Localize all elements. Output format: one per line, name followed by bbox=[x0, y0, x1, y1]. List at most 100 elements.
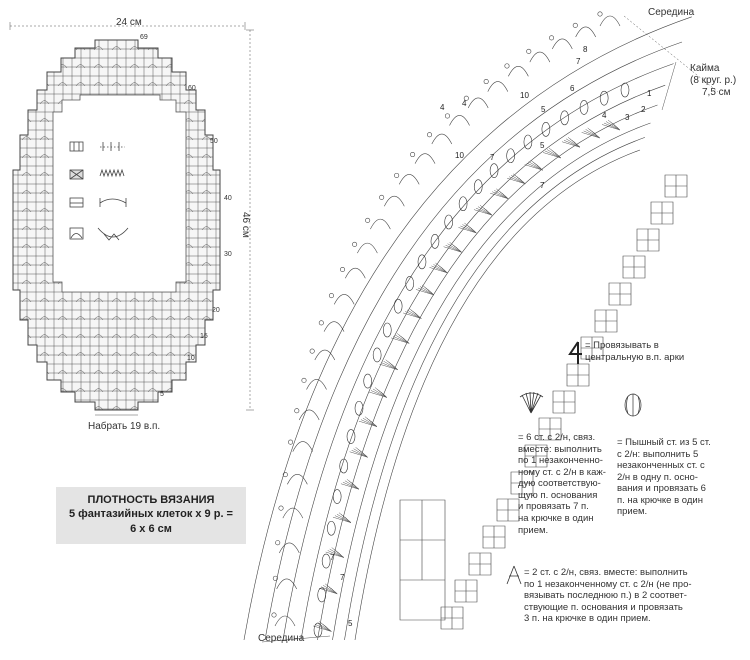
stitch-square-open bbox=[69, 141, 125, 152]
puff-stitch bbox=[473, 179, 483, 194]
two_tog-line: ствующие п. основания и провязать bbox=[524, 601, 683, 613]
row-number: 15 bbox=[200, 333, 208, 340]
arc-number: 4 bbox=[440, 103, 445, 112]
symbol-four-glyph bbox=[568, 341, 582, 364]
height-label: 46 см bbox=[240, 212, 251, 238]
puff-stitch bbox=[599, 90, 609, 106]
picot bbox=[288, 439, 294, 445]
arc-number: 1 bbox=[647, 89, 652, 98]
shell-stitch bbox=[298, 409, 320, 421]
picot bbox=[394, 172, 400, 178]
puff-stitch bbox=[346, 429, 356, 444]
puff-stitch bbox=[444, 214, 453, 230]
gauge-title: ПЛОТНОСТЬ ВЯЗАНИЯ bbox=[87, 494, 215, 506]
puff-stitch bbox=[393, 298, 403, 314]
puff-line: незаконченных ст. с bbox=[617, 460, 705, 472]
picot bbox=[463, 95, 469, 101]
arc-number: 7 bbox=[340, 573, 345, 582]
row-number: 10 bbox=[187, 355, 195, 362]
border-label-3: 7,5 см bbox=[702, 87, 731, 98]
shell-stitch bbox=[345, 267, 366, 279]
puff-stitch bbox=[430, 234, 440, 249]
gauge-line-1: 5 фантазийных клеток x 9 р. = bbox=[69, 508, 233, 521]
picot bbox=[572, 22, 578, 28]
row-number: 40 bbox=[224, 195, 232, 202]
cast-on-label: Набрать 19 в.п. bbox=[88, 421, 161, 432]
shell-stitch bbox=[370, 218, 391, 230]
arc-number: 8 bbox=[583, 45, 588, 54]
row-number: 20 bbox=[212, 307, 220, 314]
shell-stitch bbox=[552, 38, 573, 50]
picot bbox=[271, 612, 277, 618]
fan-six-glyph bbox=[519, 391, 544, 414]
arc-number: 7 bbox=[540, 181, 545, 190]
puff-stitch bbox=[620, 82, 630, 98]
width-label: 24 см bbox=[116, 17, 142, 28]
two_tog-line: 3 п. на крючке в один прием. bbox=[524, 613, 651, 625]
puff-stitch bbox=[417, 254, 427, 270]
puff-stitch bbox=[354, 400, 364, 416]
fan6-line: = 6 ст. с 2/н, связ. bbox=[518, 432, 596, 443]
fan6-line: по 1 незаконченно- bbox=[518, 455, 603, 467]
picot bbox=[328, 293, 334, 299]
row-number: 30 bbox=[224, 251, 232, 258]
shell-stitch bbox=[314, 349, 336, 361]
puff-stitch bbox=[317, 587, 327, 603]
row-number: 60 bbox=[188, 85, 196, 92]
arc-number: 6 bbox=[570, 84, 575, 93]
puff-line: вания и провязать 6 bbox=[617, 483, 706, 495]
shell-stitch bbox=[287, 474, 308, 485]
stitch-square-crossed bbox=[69, 168, 125, 180]
fan6-line: на крючке в один bbox=[518, 513, 594, 525]
puff-stitch bbox=[372, 347, 382, 363]
middle-label-bottom: Середина bbox=[258, 633, 305, 644]
arc-number: 7 bbox=[576, 57, 581, 66]
puff-stitch bbox=[458, 196, 468, 212]
shell-stitch bbox=[276, 578, 297, 590]
shell-stitch bbox=[599, 15, 621, 27]
border-label-1: Кайма bbox=[690, 63, 720, 74]
two-together-glyph bbox=[506, 565, 522, 585]
puff-stitch bbox=[489, 163, 499, 178]
puff-stitch bbox=[326, 520, 336, 536]
puff-stitch-glyph bbox=[624, 393, 642, 417]
shell-stitch bbox=[467, 97, 489, 109]
picot bbox=[352, 241, 358, 247]
puff-stitch bbox=[579, 100, 589, 115]
arc-number: 10 bbox=[520, 91, 529, 100]
fan6-line: ному ст. с 2/н в каж- bbox=[518, 466, 606, 478]
puff-line: прием. bbox=[617, 506, 648, 518]
picot bbox=[365, 217, 371, 223]
picot bbox=[504, 63, 510, 69]
picot bbox=[275, 540, 281, 546]
arc-number: 5 bbox=[540, 141, 545, 150]
picot bbox=[444, 113, 450, 119]
picot bbox=[427, 132, 433, 138]
picot bbox=[294, 408, 300, 414]
puff-line: = Пышный ст. из 5 ст. bbox=[617, 437, 711, 448]
picot bbox=[483, 79, 489, 85]
puff-stitch bbox=[560, 110, 569, 126]
shell-stitch bbox=[274, 615, 296, 627]
arc-number: 10 bbox=[455, 151, 464, 160]
picot bbox=[309, 348, 315, 354]
picot bbox=[301, 377, 307, 383]
row-number: 5 bbox=[160, 391, 164, 398]
oval-schematic bbox=[9, 22, 254, 416]
shell-stitch bbox=[282, 507, 304, 519]
shell-stitch bbox=[431, 133, 453, 145]
shell-stitch bbox=[414, 153, 436, 164]
shell-stitch bbox=[398, 174, 420, 185]
shell-stitch bbox=[508, 66, 529, 77]
symbol-four-description: = Провязывать в центральную в.п. арки bbox=[585, 340, 685, 363]
arc-number: 4 bbox=[602, 111, 607, 120]
gauge-box: ПЛОТНОСТЬ ВЯЗАНИЯ 5 фантазийных клеток x… bbox=[56, 487, 246, 544]
middle-label-top: Середина bbox=[648, 7, 695, 18]
edging-diagram bbox=[243, 11, 719, 643]
shell-stitch bbox=[575, 26, 596, 38]
picot bbox=[282, 472, 288, 478]
fan6-line: дую соответствую- bbox=[518, 478, 601, 490]
